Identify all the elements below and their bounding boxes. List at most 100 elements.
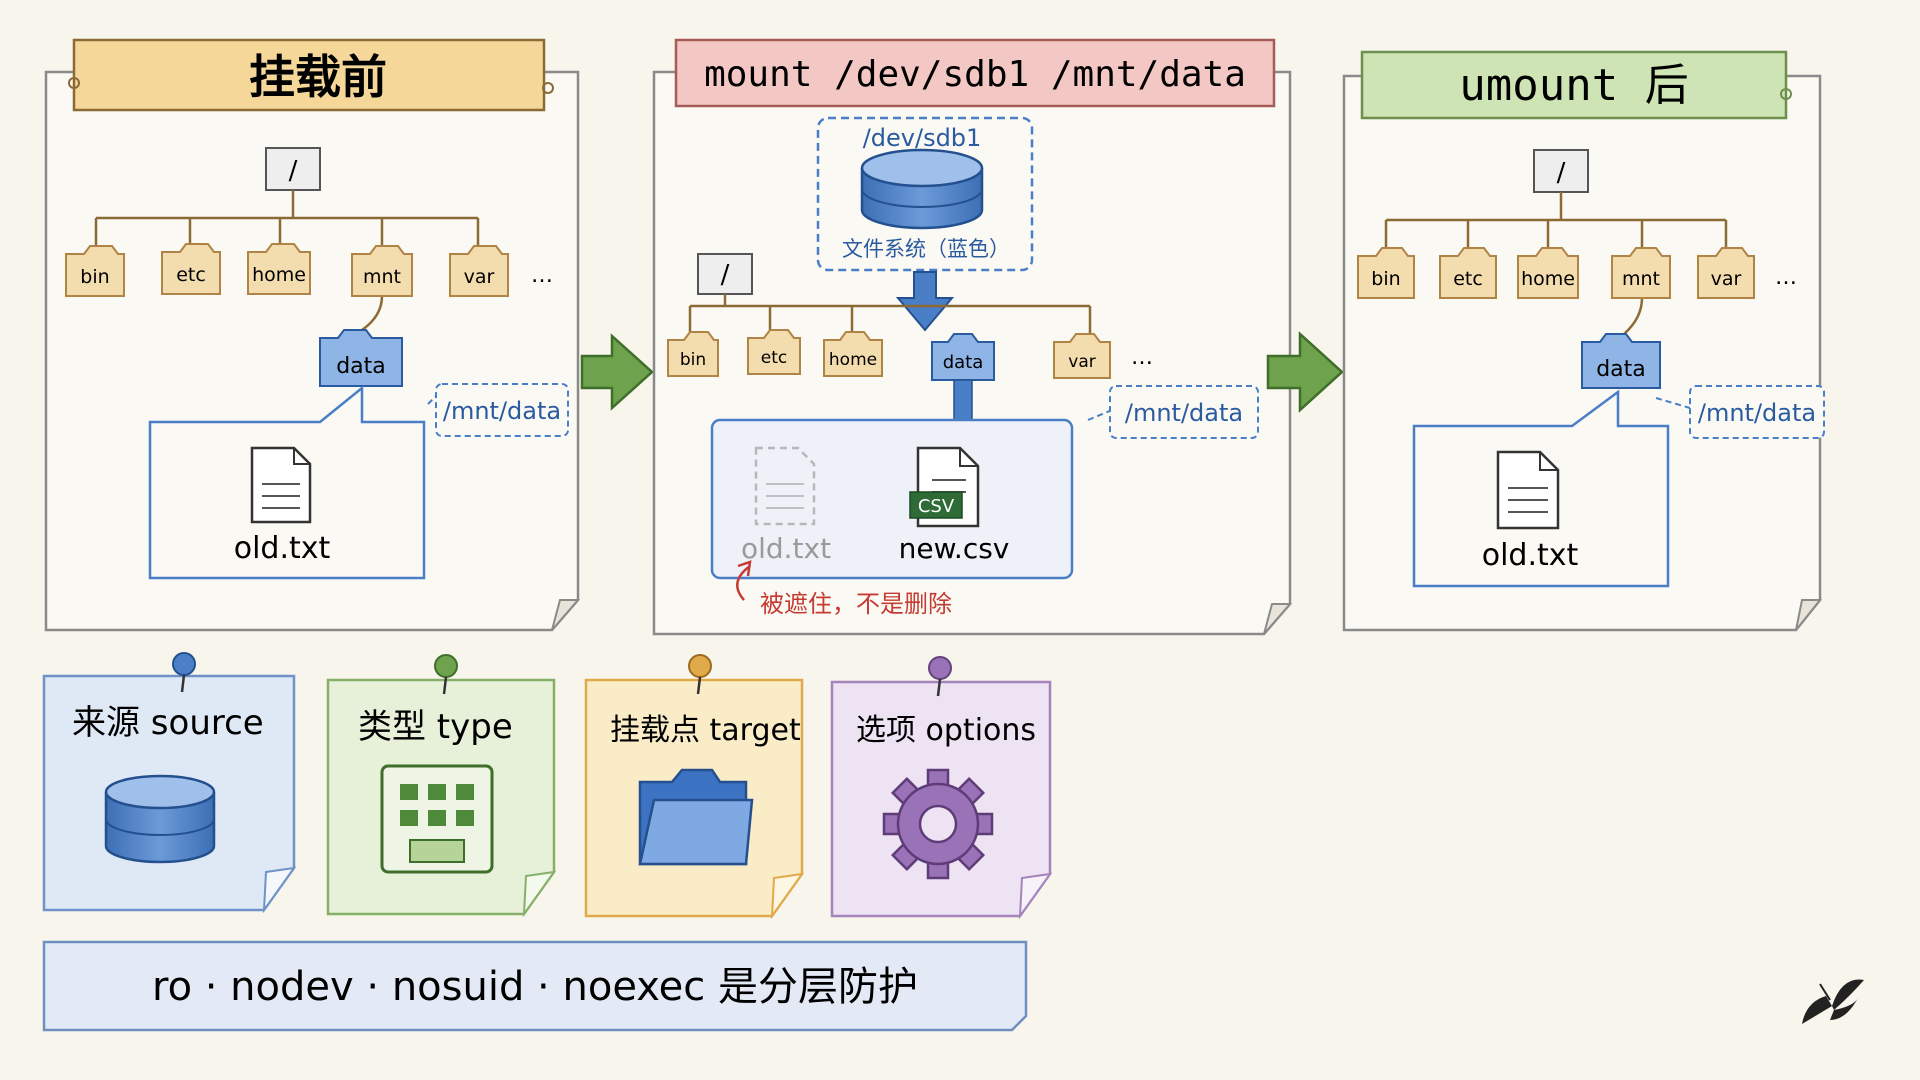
panel-before: 挂载前 / bin etc home mnt var … data /mnt/d… [44, 38, 581, 632]
dir-label: var [1068, 352, 1095, 372]
folder-icon: home [247, 243, 311, 295]
pin-icon [172, 652, 196, 693]
hidden-file-label: old.txt [741, 532, 831, 565]
root-dir-box [697, 253, 753, 295]
root-label: / [289, 156, 298, 186]
root-label: / [1557, 158, 1566, 188]
folder-icon: bin [1357, 247, 1415, 299]
mount-dir-label: data [336, 354, 386, 379]
dir-label: mnt [363, 266, 401, 288]
file-icon [1496, 450, 1560, 530]
mount-folder-icon: data [931, 333, 995, 381]
dir-list: bin etc home mnt var … [1357, 247, 1797, 299]
ellipsis: … [1131, 345, 1153, 370]
folder-icon: etc [161, 243, 221, 295]
path-callout: /mnt/data [1087, 385, 1259, 439]
down-arrow-icon [895, 271, 955, 332]
path-label: /mnt/data [1698, 399, 1816, 427]
page-curl [1263, 603, 1293, 635]
grid-icon [380, 764, 494, 874]
pin-icon [434, 654, 458, 695]
path-callout: /mnt/data [427, 383, 569, 437]
folder-icon: var [449, 245, 509, 297]
path-label: /mnt/data [1125, 399, 1243, 427]
mask-note: 被遮住，不是删除 [760, 590, 952, 618]
device-caption: 文件系统（蓝色） [842, 237, 1010, 261]
dir-label: bin [80, 266, 109, 288]
dir-contents-box [710, 418, 1074, 580]
right-arrow-icon [580, 333, 654, 411]
panel-title: 挂载前 [249, 50, 387, 104]
options-banner: ro · nodev · nosuid · noexec 是分层防护 [42, 940, 1028, 1032]
dir-label: var [464, 266, 495, 288]
folder-icon: mnt [1611, 247, 1671, 299]
dir-label: home [1521, 268, 1575, 290]
card-title: 挂载点 target [610, 713, 801, 748]
dir-label: data [943, 352, 984, 373]
folder-icon [638, 768, 754, 866]
dir-label: etc [761, 348, 787, 368]
folder-icon: var [1053, 333, 1111, 379]
folder-icon: bin [667, 331, 719, 377]
mount-folder-icon: data [1581, 333, 1661, 389]
dir-label: etc [1453, 268, 1483, 290]
root-dir-box [265, 147, 321, 191]
device-label: /dev/sdb1 [863, 124, 982, 152]
card-target: 挂载点 target [584, 654, 805, 920]
right-arrow-icon [1266, 331, 1344, 413]
title-banner [674, 38, 1276, 108]
mount-dir-label: data [1596, 357, 1646, 382]
new-file-label: new.csv [899, 532, 1010, 565]
title-banner [1360, 50, 1788, 120]
card-title: 来源 source [72, 703, 264, 743]
pin-icon [928, 656, 952, 697]
folder-icon: etc [1439, 247, 1497, 299]
banner-ring [1780, 88, 1792, 100]
tree-lines [1384, 192, 1728, 335]
path-callout: /mnt/data [1655, 385, 1825, 439]
card-options: 选项 options [830, 656, 1053, 920]
banner-ring [542, 82, 554, 94]
folder-icon: bin [65, 245, 125, 297]
dir-list: bin etc home mnt var … [65, 243, 553, 297]
dir-list: bin etc home data var … [667, 329, 1153, 381]
folder-icon: home [1517, 247, 1579, 299]
page-curl [551, 599, 581, 631]
dir-label: bin [1371, 268, 1400, 290]
panel-after: umount 后 / bin etc home mnt var … data /… [1342, 50, 1825, 632]
hidden-file-icon [754, 446, 816, 526]
curved-arrow-icon [736, 564, 751, 601]
pin-icon [688, 654, 712, 695]
panel-mount: mount /dev/sdb1 /mnt/data /dev/sdb1 文件系统… [652, 38, 1293, 636]
gear-icon [882, 768, 994, 880]
database-icon [860, 148, 984, 230]
folder-icon: home [823, 331, 883, 377]
options-banner-text: ro · nodev · nosuid · noexec 是分层防护 [152, 964, 918, 1010]
card-source: 来源 source [42, 652, 297, 914]
folder-icon: etc [747, 329, 801, 375]
page-curl [1795, 599, 1823, 631]
csv-file-icon: CSV [909, 446, 980, 528]
dir-label: bin [680, 350, 706, 370]
root-label: / [721, 260, 730, 290]
panel-title: umount 后 [1459, 60, 1688, 111]
csv-badge: CSV [918, 496, 955, 517]
card-title: 类型 type [358, 707, 513, 747]
root-dir-box [1533, 149, 1589, 193]
mount-folder-icon: data [319, 329, 403, 387]
file-icon [250, 446, 312, 524]
dir-label: home [252, 264, 306, 286]
folder-icon: mnt [351, 245, 413, 297]
butterfly-logo-icon [1802, 979, 1864, 1024]
path-label: /mnt/data [443, 397, 561, 425]
dir-label: home [829, 350, 877, 370]
ellipsis: … [1775, 265, 1797, 290]
file-label: old.txt [234, 531, 331, 566]
tree-lines [688, 294, 1092, 334]
database-icon [104, 774, 216, 864]
arrow-head [737, 560, 752, 577]
banner-ring [68, 77, 80, 89]
dir-label: mnt [1622, 268, 1660, 290]
ellipsis: … [531, 263, 553, 288]
dir-label: var [1711, 268, 1742, 290]
